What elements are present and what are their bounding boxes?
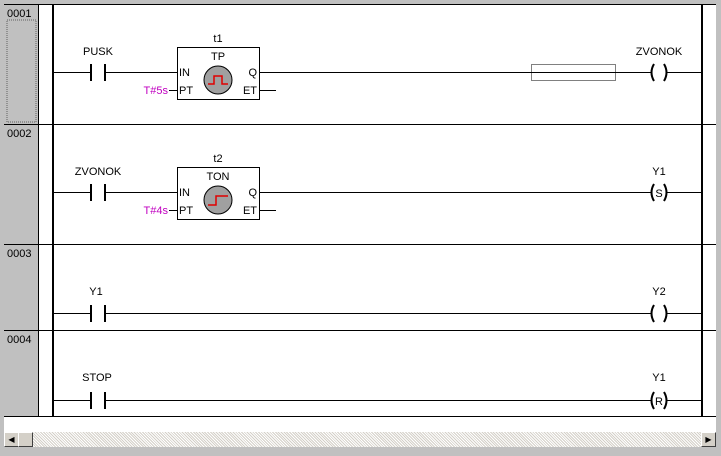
contact-label[interactable]: Y1 — [89, 286, 102, 298]
input-pt: PT — [179, 85, 193, 97]
set-coil[interactable] — [650, 183, 668, 202]
contact-label[interactable]: STOP — [82, 372, 112, 384]
scroll-left-button[interactable]: ◀ — [4, 432, 19, 447]
horizontal-scrollbar[interactable]: ◀ ▶ — [4, 432, 716, 447]
rung-number[interactable]: 0002 — [7, 128, 31, 140]
contact[interactable] — [90, 184, 106, 201]
rung-1: PUSK t1 TP IN PT Q ET T#5s ZVONOK — [54, 33, 702, 100]
rung-2: ZVONOK t2 TON IN PT Q ET T#4s Y1 S — [54, 153, 702, 220]
coil-symbol: S — [655, 188, 662, 200]
selected-row-marker — [6, 19, 37, 123]
rung-3: Y1 Y2 — [54, 286, 702, 323]
coil[interactable] — [650, 304, 668, 323]
rung-number[interactable]: 0001 — [7, 8, 31, 20]
pulse-timer-icon — [203, 65, 233, 95]
input-in: IN — [179, 187, 190, 199]
contact-label[interactable]: ZVONOK — [75, 166, 122, 178]
pt-value[interactable]: T#4s — [144, 205, 169, 217]
contact[interactable] — [90, 64, 106, 81]
input-pt: PT — [179, 205, 193, 217]
block-instance[interactable]: t2 — [213, 153, 222, 165]
input-in: IN — [179, 67, 190, 79]
output-et: ET — [243, 205, 257, 217]
scrollbar-thumb[interactable] — [18, 432, 33, 447]
coil-symbol: R — [655, 396, 663, 408]
rung-number[interactable]: 0003 — [7, 248, 31, 260]
contact[interactable] — [90, 305, 106, 322]
block-instance[interactable]: t1 — [213, 33, 222, 45]
output-q: Q — [248, 187, 257, 199]
block-type: TP — [211, 51, 225, 63]
coil-label[interactable]: Y1 — [652, 166, 665, 178]
coil-label[interactable]: Y1 — [652, 372, 665, 384]
contact[interactable] — [90, 392, 106, 409]
contact-label[interactable]: PUSK — [83, 46, 114, 58]
coil-label[interactable]: Y2 — [652, 286, 665, 298]
pt-value[interactable]: T#5s — [144, 85, 169, 97]
coil-label[interactable]: ZVONOK — [636, 46, 683, 58]
rung-number[interactable]: 0004 — [7, 334, 31, 346]
reset-coil[interactable] — [650, 391, 668, 410]
output-q: Q — [248, 67, 257, 79]
on-delay-timer-icon — [203, 185, 233, 215]
row-number-gutter — [4, 5, 38, 417]
output-et: ET — [243, 85, 257, 97]
rung-4: STOP Y1 R — [54, 372, 702, 410]
coil[interactable] — [650, 63, 668, 82]
scroll-right-button[interactable]: ▶ — [701, 432, 716, 447]
block-type: TON — [206, 171, 229, 183]
